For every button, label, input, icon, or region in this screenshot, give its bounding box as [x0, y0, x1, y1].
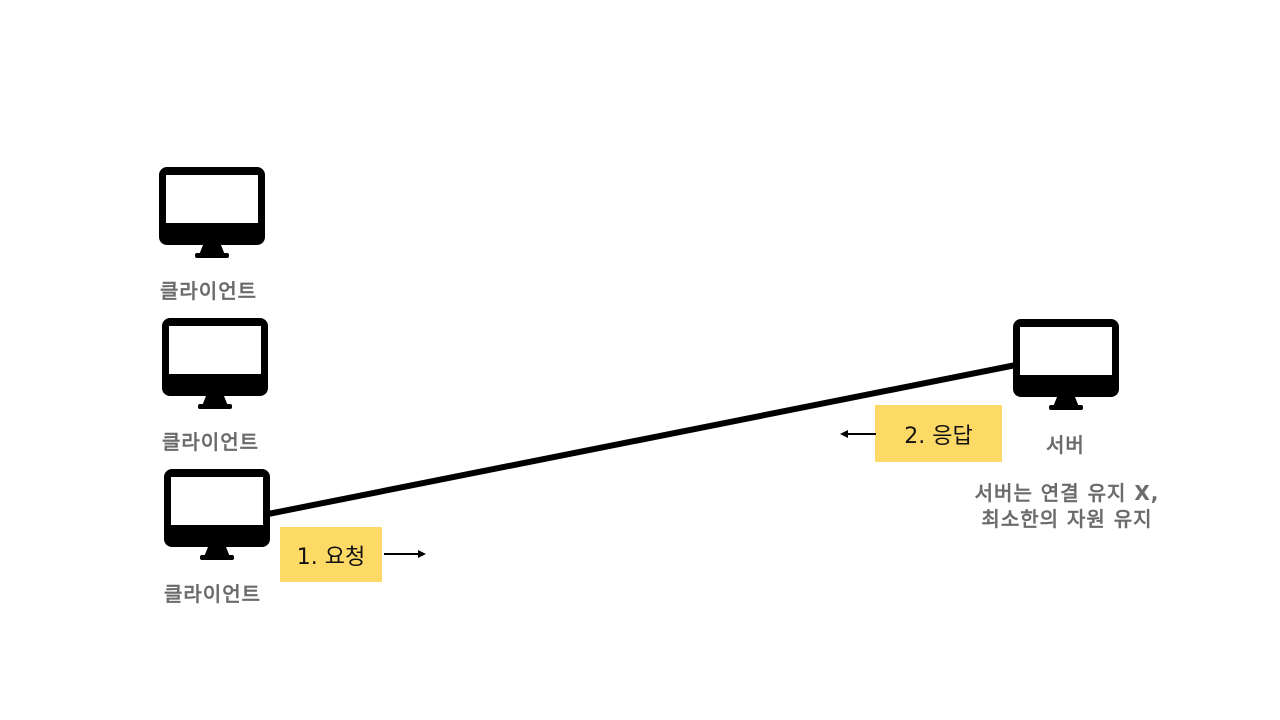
client-monitor-icon [162, 318, 268, 410]
client-label: 클라이언트 [162, 430, 259, 454]
server-note: 서버는 연결 유지 X, 최소한의 자원 유지 [962, 480, 1172, 532]
client-label: 클라이언트 [164, 582, 261, 606]
request-tag: 1. 요청 [280, 527, 382, 582]
client-monitor-icon [159, 167, 265, 259]
client-monitor-icon [164, 469, 270, 561]
server-monitor-icon [1013, 319, 1119, 411]
response-label: 2. 응답 [904, 423, 973, 449]
server-note-line-2: 최소한의 자원 유지 [981, 507, 1153, 531]
server-label: 서버 [1046, 433, 1085, 457]
response-tag: 2. 응답 [875, 405, 1002, 462]
client-label: 클라이언트 [160, 279, 257, 303]
server-note-line-1: 서버는 연결 유지 X, [974, 481, 1160, 505]
request-arrow-icon [384, 550, 426, 558]
response-arrow-icon [840, 430, 876, 438]
request-label: 1. 요청 [296, 544, 366, 570]
